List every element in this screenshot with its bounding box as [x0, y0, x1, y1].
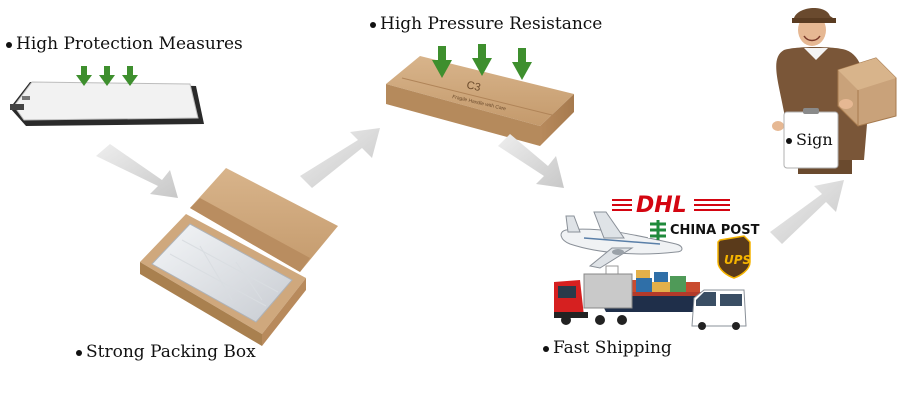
flow-arrow-icon	[96, 144, 178, 198]
down-arrow-icon	[512, 48, 532, 80]
ups-logo: UPS	[717, 235, 751, 279]
label-sign: Sign	[786, 130, 833, 149]
flow-arrow-icon	[498, 134, 564, 188]
flow-arrow-icon	[770, 180, 844, 244]
svg-text:UPS: UPS	[724, 253, 751, 267]
label-high-pressure: High Pressure Resistance	[370, 14, 602, 34]
van-icon	[691, 289, 747, 330]
china-post-logo: CHINA POST	[648, 220, 760, 240]
airplane-icon	[560, 211, 683, 269]
label-high-protection: High Protection Measures	[6, 34, 243, 54]
label-strong-packing: Strong Packing Box	[76, 342, 256, 362]
down-arrows-large	[432, 44, 532, 80]
label-fast-shipping: Fast Shipping	[543, 338, 672, 358]
down-arrow-icon	[472, 44, 492, 76]
down-arrow-icon	[122, 66, 138, 86]
china-post-emblem-icon	[648, 220, 666, 240]
shipping-collage: DHL CHINA POST UPS	[554, 193, 760, 330]
battery-panel	[10, 81, 204, 126]
svg-text:CHINA POST: CHINA POST	[670, 223, 760, 238]
closed-box: C3 Fragile Handle with Care	[386, 56, 574, 146]
bullet-icon	[370, 21, 376, 28]
flow-arrow-icon	[300, 128, 380, 188]
truck-icon	[554, 273, 633, 325]
down-arrow-icon	[76, 66, 92, 86]
dhl-logo: DHL	[612, 193, 730, 218]
bullet-icon	[543, 345, 549, 352]
bullet-icon	[786, 137, 792, 144]
down-arrow-icon	[99, 66, 115, 86]
down-arrow-icon	[432, 46, 452, 78]
down-arrows-small	[76, 66, 138, 86]
bullet-icon	[76, 349, 82, 356]
bullet-icon	[6, 41, 12, 48]
box-code: C3	[465, 79, 481, 94]
open-packing-box	[140, 168, 338, 346]
delivery-courier	[772, 7, 897, 174]
svg-text:DHL: DHL	[636, 193, 687, 218]
